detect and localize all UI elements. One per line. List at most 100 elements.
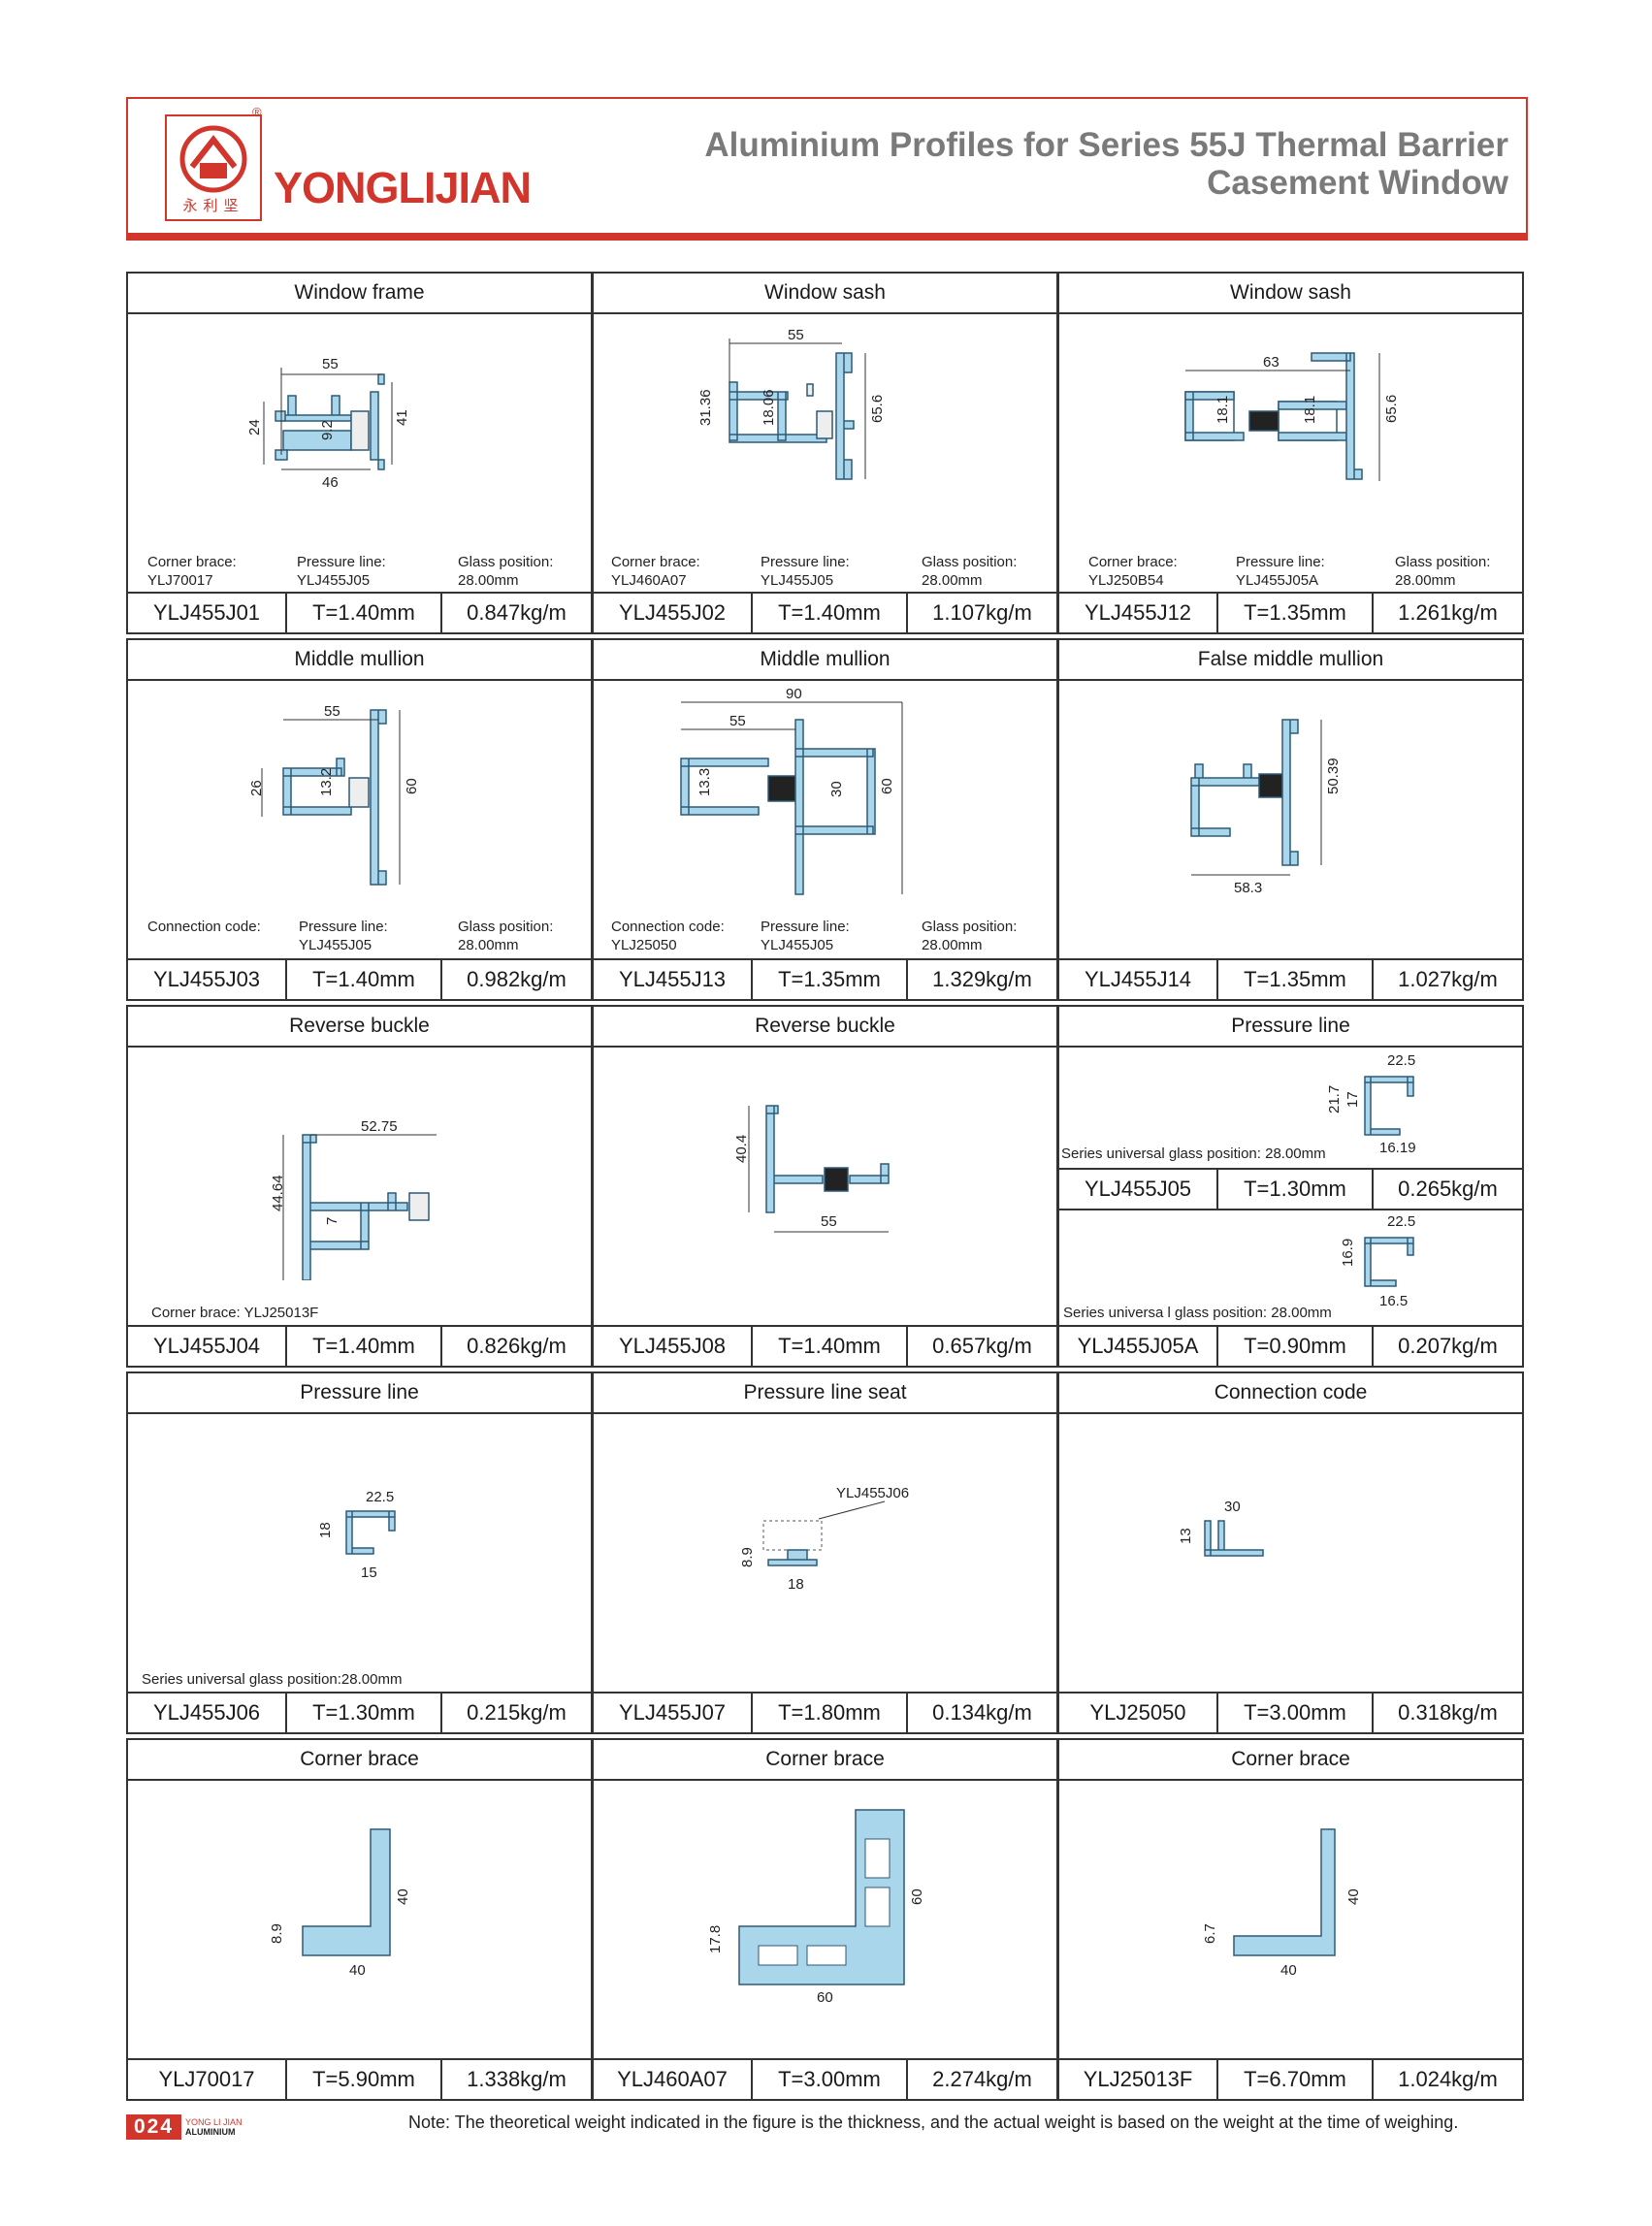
profile-code: YLJ455J05 bbox=[1059, 1170, 1218, 1209]
brand-name: YONGLIJIAN bbox=[274, 163, 532, 212]
card-title: Corner brace bbox=[128, 1740, 591, 1781]
card-title: Window sash bbox=[594, 274, 1056, 314]
card-specs: YLJ455J12 T=1.35mm 1.261kg/m bbox=[1059, 592, 1522, 632]
thickness: T=1.40mm bbox=[287, 1327, 442, 1366]
dim-label: 16.5 bbox=[1379, 1293, 1408, 1309]
profile-drawing: 22.5 16.9 16.5 bbox=[1340, 1213, 1415, 1309]
series-note: Series universal glass position: 28.00mm bbox=[1061, 1145, 1326, 1162]
dim-label: 65.6 bbox=[869, 395, 886, 423]
dim-label: 65.6 bbox=[1383, 395, 1400, 423]
dim-label: 40.4 bbox=[733, 1135, 750, 1163]
dim-label: 22.5 bbox=[1387, 1052, 1415, 1069]
thickness: T=1.35mm bbox=[1218, 594, 1374, 632]
weight: 2.274kg/m bbox=[932, 2067, 1032, 2091]
dim-label: 40 bbox=[349, 1962, 366, 1979]
profile-drawing: 90 55 13.3 30 60 bbox=[680, 686, 903, 895]
thickness: T=1.40mm bbox=[287, 594, 442, 632]
profile-card-c70017: Corner brace 40 8.9 40 YLJ70017 T=5.90mm… bbox=[126, 1738, 593, 2101]
profile-drawing: 50.39 58.3 bbox=[1190, 719, 1342, 896]
thickness: T=1.35mm bbox=[1218, 960, 1374, 999]
profile-drawing: 63 18.1 18.1 65.6 bbox=[1184, 352, 1400, 481]
dim-label: 6.7 bbox=[1202, 1923, 1218, 1944]
dim-label: 17.8 bbox=[707, 1925, 724, 1953]
card-specs: YLJ455J04 T=1.40mm 0.826kg/m bbox=[128, 1325, 591, 1366]
profile-card-j01: Window frame 55 24 9.2 41 46 bbox=[126, 272, 593, 634]
profile-card-j07: Pressure line seat YLJ455J06 8.9 18 YLJ4… bbox=[592, 1371, 1058, 1734]
dim-label: 41 bbox=[394, 409, 410, 426]
meta-pressure-line: Pressure line:YLJ455J05A bbox=[1236, 554, 1325, 589]
card-specs: YLJ25013F T=6.70mm 1.024kg/m bbox=[1059, 2058, 1522, 2099]
card-title: Middle mullion bbox=[128, 640, 591, 681]
profile-code: YLJ455J08 bbox=[594, 1327, 753, 1366]
thickness: T=3.00mm bbox=[1218, 1694, 1374, 1732]
dim-label: 18.1 bbox=[1215, 396, 1231, 424]
dim-label: 13 bbox=[1178, 1528, 1194, 1544]
dim-label: 24 bbox=[246, 419, 263, 436]
card-specs: YLJ70017 T=5.90mm 1.338kg/m bbox=[128, 2058, 591, 2099]
brand-chinese-name: 永利坚 bbox=[182, 197, 244, 214]
dim-label: 16.19 bbox=[1379, 1140, 1416, 1156]
card-title: Corner brace bbox=[594, 1740, 1056, 1781]
dim-label: 55 bbox=[729, 713, 746, 729]
thickness: T=5.90mm bbox=[287, 2060, 442, 2099]
dim-label: 13.3 bbox=[696, 768, 713, 796]
thickness: T=1.30mm bbox=[287, 1694, 442, 1732]
card-specs: YLJ455J08 T=1.40mm 0.657kg/m bbox=[594, 1325, 1056, 1366]
meta-glass-position: Glass position:28.00mm bbox=[922, 919, 1018, 953]
weight: 0.134kg/m bbox=[932, 1700, 1032, 1725]
profile-code: YLJ455J13 bbox=[594, 960, 753, 999]
dim-label: 21.7 bbox=[1326, 1085, 1343, 1113]
dim-label: 8.9 bbox=[739, 1547, 756, 1567]
weight: 0.847kg/m bbox=[467, 600, 567, 625]
profile-card-j08: Reverse buckle 40.4 55 YLJ455J08 T=1.40m… bbox=[592, 1005, 1058, 1368]
dim-label: 40 bbox=[1280, 1962, 1297, 1979]
dim-label: 55 bbox=[788, 327, 804, 343]
thickness: T=6.70mm bbox=[1218, 2060, 1374, 2099]
profile-card-j03: Middle mullion 55 26 13.2 60 Connection … bbox=[126, 638, 593, 1001]
weight: 1.107kg/m bbox=[932, 600, 1032, 625]
profile-card-j13: Middle mullion 90 55 13.3 30 60 Connec bbox=[592, 638, 1058, 1001]
weight: 0.982kg/m bbox=[467, 967, 567, 991]
card-specs: YLJ455J02 T=1.40mm 1.107kg/m bbox=[594, 592, 1056, 632]
dim-label: 44.64 bbox=[270, 1175, 286, 1211]
profile-drawing: 40 8.9 40 bbox=[269, 1828, 411, 1979]
thickness: T=1.30mm bbox=[1218, 1170, 1374, 1209]
dim-label: 8.9 bbox=[269, 1923, 285, 1944]
profile-card-c460a07: Corner brace 60 17.8 60 YLJ460A07 T=3.00… bbox=[592, 1738, 1058, 2101]
thickness: T=1.40mm bbox=[287, 960, 442, 999]
profile-code: YLJ25050 bbox=[1059, 1694, 1218, 1732]
weight: 1.261kg/m bbox=[1398, 600, 1498, 625]
weight: 0.265kg/m bbox=[1398, 1177, 1498, 1201]
profile-drawing: 52.75 44.64 7 bbox=[270, 1118, 437, 1280]
profile-drawing: 55 24 9.2 41 46 bbox=[246, 356, 410, 491]
dim-label: 22.5 bbox=[1387, 1213, 1415, 1230]
profile-code: YLJ455J14 bbox=[1059, 960, 1218, 999]
registered-mark: ® bbox=[252, 105, 262, 119]
profile-row: Reverse buckle 52.75 44.64 7 Corner brac… bbox=[126, 1005, 1528, 1368]
profile-drawing: 40.4 55 bbox=[733, 1105, 890, 1233]
dim-label: 15 bbox=[361, 1565, 377, 1581]
weight: 1.338kg/m bbox=[467, 2067, 567, 2091]
profile-drawing: 22.5 18 15 bbox=[317, 1489, 396, 1581]
dim-label: 55 bbox=[821, 1213, 837, 1230]
dim-label: 9.2 bbox=[319, 420, 336, 440]
meta-corner-brace: Corner brace: YLJ25013F bbox=[151, 1305, 319, 1321]
profile-code: YLJ455J02 bbox=[594, 594, 753, 632]
meta-glass-position: Glass position:28.00mm bbox=[458, 554, 554, 589]
thickness: T=1.80mm bbox=[753, 1694, 908, 1732]
weight: 0.318kg/m bbox=[1398, 1700, 1498, 1725]
weight: 0.207kg/m bbox=[1398, 1334, 1498, 1358]
profile-drawing: 22.5 21.7 17 16.19 bbox=[1326, 1052, 1416, 1156]
dim-label: 55 bbox=[324, 703, 340, 720]
series-note: Series universal glass position:28.00mm bbox=[142, 1671, 403, 1688]
profile-row: Middle mullion 55 26 13.2 60 Connection … bbox=[126, 638, 1528, 1001]
card-specs: YLJ25050 T=3.00mm 0.318kg/m bbox=[1059, 1692, 1522, 1732]
card-specs: YLJ455J07 T=1.80mm 0.134kg/m bbox=[594, 1692, 1056, 1732]
profile-code: YLJ70017 bbox=[128, 2060, 287, 2099]
meta-pressure-line: Pressure line:YLJ455J05 bbox=[761, 919, 850, 953]
meta-connection-code: Connection code: bbox=[147, 919, 261, 935]
meta-pressure-line: Pressure line:YLJ455J05 bbox=[299, 919, 388, 953]
dim-label: 26 bbox=[248, 780, 265, 796]
meta-corner-brace: Corner brace:YLJ460A07 bbox=[611, 554, 700, 589]
